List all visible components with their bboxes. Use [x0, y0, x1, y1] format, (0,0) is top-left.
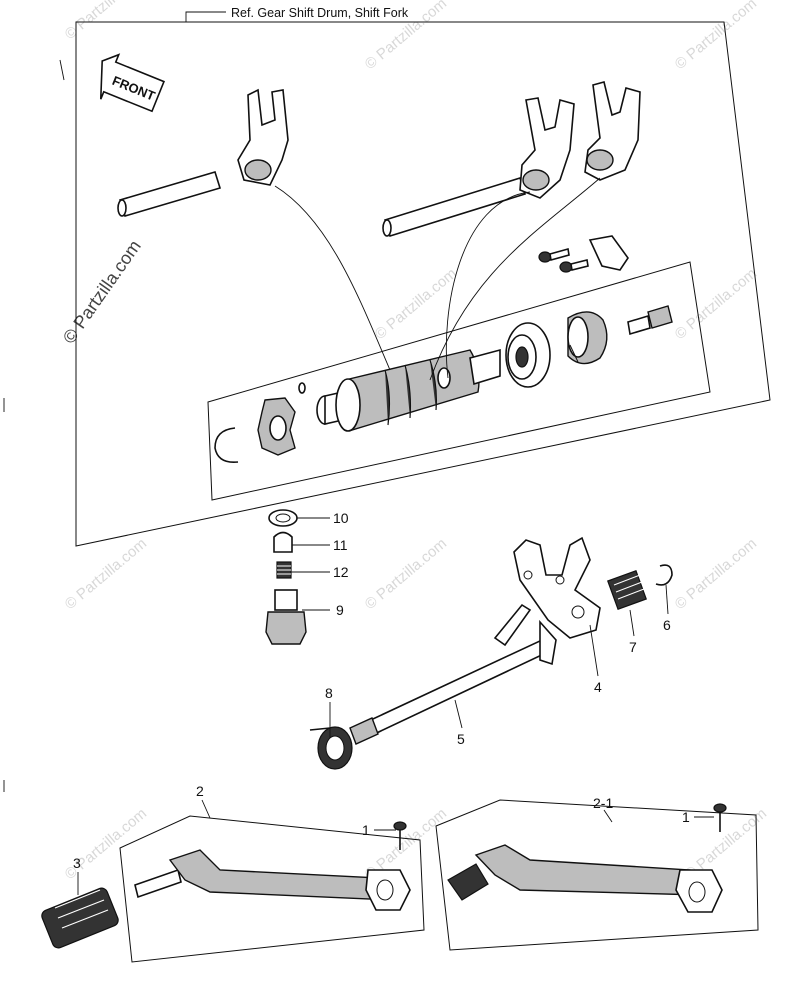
part-5-shaft	[349, 603, 557, 745]
part-9-bolt	[265, 589, 307, 645]
watermark-text: © Partzilla.com	[672, 0, 760, 73]
watermark-main: © Partzilla.com	[59, 236, 145, 347]
callout-5: 5	[457, 731, 465, 747]
shift-drum	[316, 348, 501, 432]
part-4-shift-arm	[513, 536, 601, 639]
callout-leaders	[77, 517, 714, 895]
star-plate	[257, 397, 296, 456]
edge-marks	[3, 59, 65, 792]
watermark-text: © Partzilla.com	[672, 535, 760, 613]
lever-frame-right	[435, 799, 759, 951]
callout-4: 4	[594, 679, 602, 695]
small-bolts	[538, 235, 629, 273]
watermark-text: © Partzilla.com	[362, 535, 450, 613]
callout-8: 8	[325, 685, 333, 701]
drum-bolt	[627, 305, 673, 336]
part-3-rubber	[41, 887, 119, 949]
lever-frame-left	[119, 815, 425, 963]
part-10-washer	[268, 509, 298, 527]
part-1-bolt-right	[713, 803, 727, 832]
watermarks: © Partzilla.com © Partzilla.com © Partzi…	[59, 0, 770, 883]
part-8-spring	[309, 726, 353, 770]
callout-1-right: 1	[682, 809, 690, 825]
callout-9: 9	[336, 602, 344, 618]
circlip	[214, 427, 239, 464]
watermark-text: © Partzilla.com	[672, 265, 760, 343]
callout-7: 7	[629, 639, 637, 655]
callout-3: 3	[73, 855, 81, 871]
bearing	[505, 322, 551, 388]
reference-label: Ref. Gear Shift Drum, Shift Fork	[231, 6, 409, 20]
callout-12: 12	[333, 564, 349, 580]
callout-2: 2	[196, 783, 204, 799]
part-2-shift-lever	[134, 849, 411, 911]
watermark-text: © Partzilla.com	[62, 535, 150, 613]
front-arrow-icon: FRONT	[99, 53, 166, 113]
callout-1-left: 1	[362, 822, 370, 838]
reference-bracket: Ref. Gear Shift Drum, Shift Fork	[185, 6, 409, 22]
part-1-bolt-left	[393, 821, 407, 850]
callout-10: 10	[333, 510, 349, 526]
part-6-circlip	[655, 564, 673, 586]
part-7-spring	[607, 570, 647, 610]
drum-pin	[298, 382, 306, 394]
callout-11: 11	[333, 537, 348, 553]
shift-fork-left	[237, 88, 289, 186]
watermark-text: © Partzilla.com	[62, 805, 150, 883]
reference-frame	[75, 21, 771, 547]
callout-6: 6	[663, 617, 671, 633]
shift-drum-frame	[207, 261, 711, 501]
shift-fork-middle	[519, 97, 575, 199]
part-2-1-shift-lever	[447, 844, 723, 913]
callout-labels: 10 11 12 9 8 5 4 7 6 2 1 3 2-1 1	[73, 510, 690, 871]
drum-cam	[567, 311, 608, 365]
fork-rods	[117, 171, 527, 238]
shift-fork-right	[584, 81, 641, 181]
part-12-spring	[276, 561, 292, 579]
callout-2-1: 2-1	[593, 795, 613, 811]
part-11-pin	[273, 531, 293, 553]
fork-leaders	[274, 177, 601, 381]
